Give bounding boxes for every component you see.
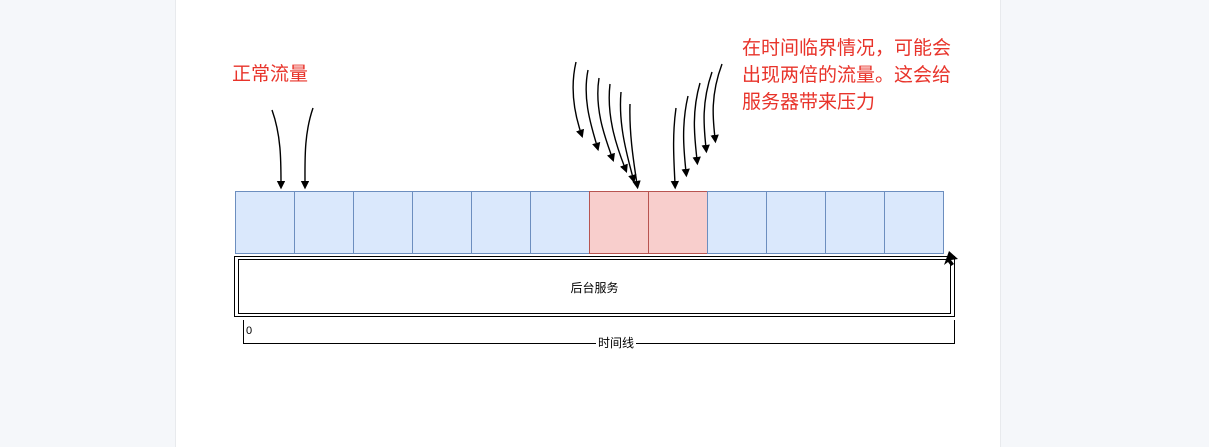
backend-service-label: 后台服务 (570, 281, 619, 295)
timeline-slot[interactable] (412, 191, 472, 254)
timeline-slot[interactable] (235, 191, 295, 254)
timeline-axis-label: 时间线 (596, 334, 637, 351)
timeline-zero-label: 0 (246, 325, 253, 337)
timeline-slot[interactable] (825, 191, 885, 254)
timeline-slot-overload[interactable] (589, 191, 649, 254)
timeline-slot[interactable] (353, 191, 413, 254)
timeline-slot[interactable] (294, 191, 354, 254)
timeline-slot-row (235, 191, 944, 254)
timeline-slot[interactable] (766, 191, 826, 254)
timeline-slot[interactable] (707, 191, 767, 254)
annotation-normal-traffic: 正常流量 (232, 64, 309, 85)
backend-service-box-inner (238, 259, 951, 314)
timeline-slot[interactable] (471, 191, 531, 254)
annotation-burst-traffic: 在时间临界情况，可能会 出现两倍的流量。这会给 服务器带来压力 (742, 38, 952, 113)
timeline-slot[interactable] (884, 191, 944, 254)
timeline-slot-overload[interactable] (648, 191, 708, 254)
timeline-slot[interactable] (530, 191, 590, 254)
